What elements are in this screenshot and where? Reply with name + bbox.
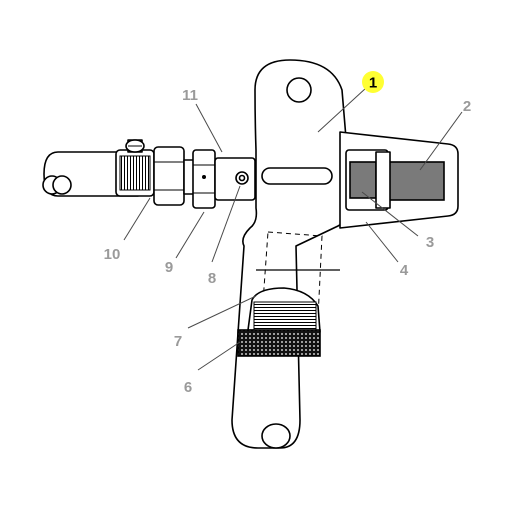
- callout-label: 4: [400, 262, 409, 279]
- callout-label: 8: [208, 270, 216, 287]
- callout-label: 7: [174, 333, 182, 350]
- callout-label: 2: [463, 98, 471, 115]
- hose-fitting: [153, 146, 199, 206]
- main-body: [231, 59, 351, 449]
- callout-label: 11: [182, 87, 198, 104]
- callout-1[interactable]: 1: [362, 71, 384, 93]
- knurled-nut: [237, 329, 321, 357]
- callout-3[interactable]: 3: [426, 234, 434, 251]
- callout-highlight: [362, 71, 384, 93]
- callout-11[interactable]: 11: [182, 87, 198, 104]
- outlet-assembly: [339, 131, 459, 229]
- callout-8[interactable]: 8: [208, 270, 216, 287]
- callout-label: 9: [165, 259, 173, 276]
- leader-lines: [123, 87, 463, 371]
- callout-label: 10: [104, 246, 121, 263]
- callout-7[interactable]: 7: [174, 333, 182, 350]
- callout-4[interactable]: 4: [400, 262, 409, 279]
- hose-clamp: [115, 139, 155, 197]
- lock-nut: [192, 149, 216, 209]
- callout-label: 3: [426, 234, 434, 251]
- callout-2[interactable]: 2: [463, 98, 471, 115]
- callout-9[interactable]: 9: [165, 259, 173, 276]
- callout-10[interactable]: 10: [104, 246, 121, 263]
- callout-6[interactable]: 6: [184, 379, 192, 396]
- callout-label: 1: [369, 75, 377, 92]
- threaded-sleeve: [247, 287, 321, 333]
- inlet-hose: [42, 151, 139, 197]
- coupling-body: [214, 157, 256, 201]
- callout-label: 6: [184, 379, 192, 396]
